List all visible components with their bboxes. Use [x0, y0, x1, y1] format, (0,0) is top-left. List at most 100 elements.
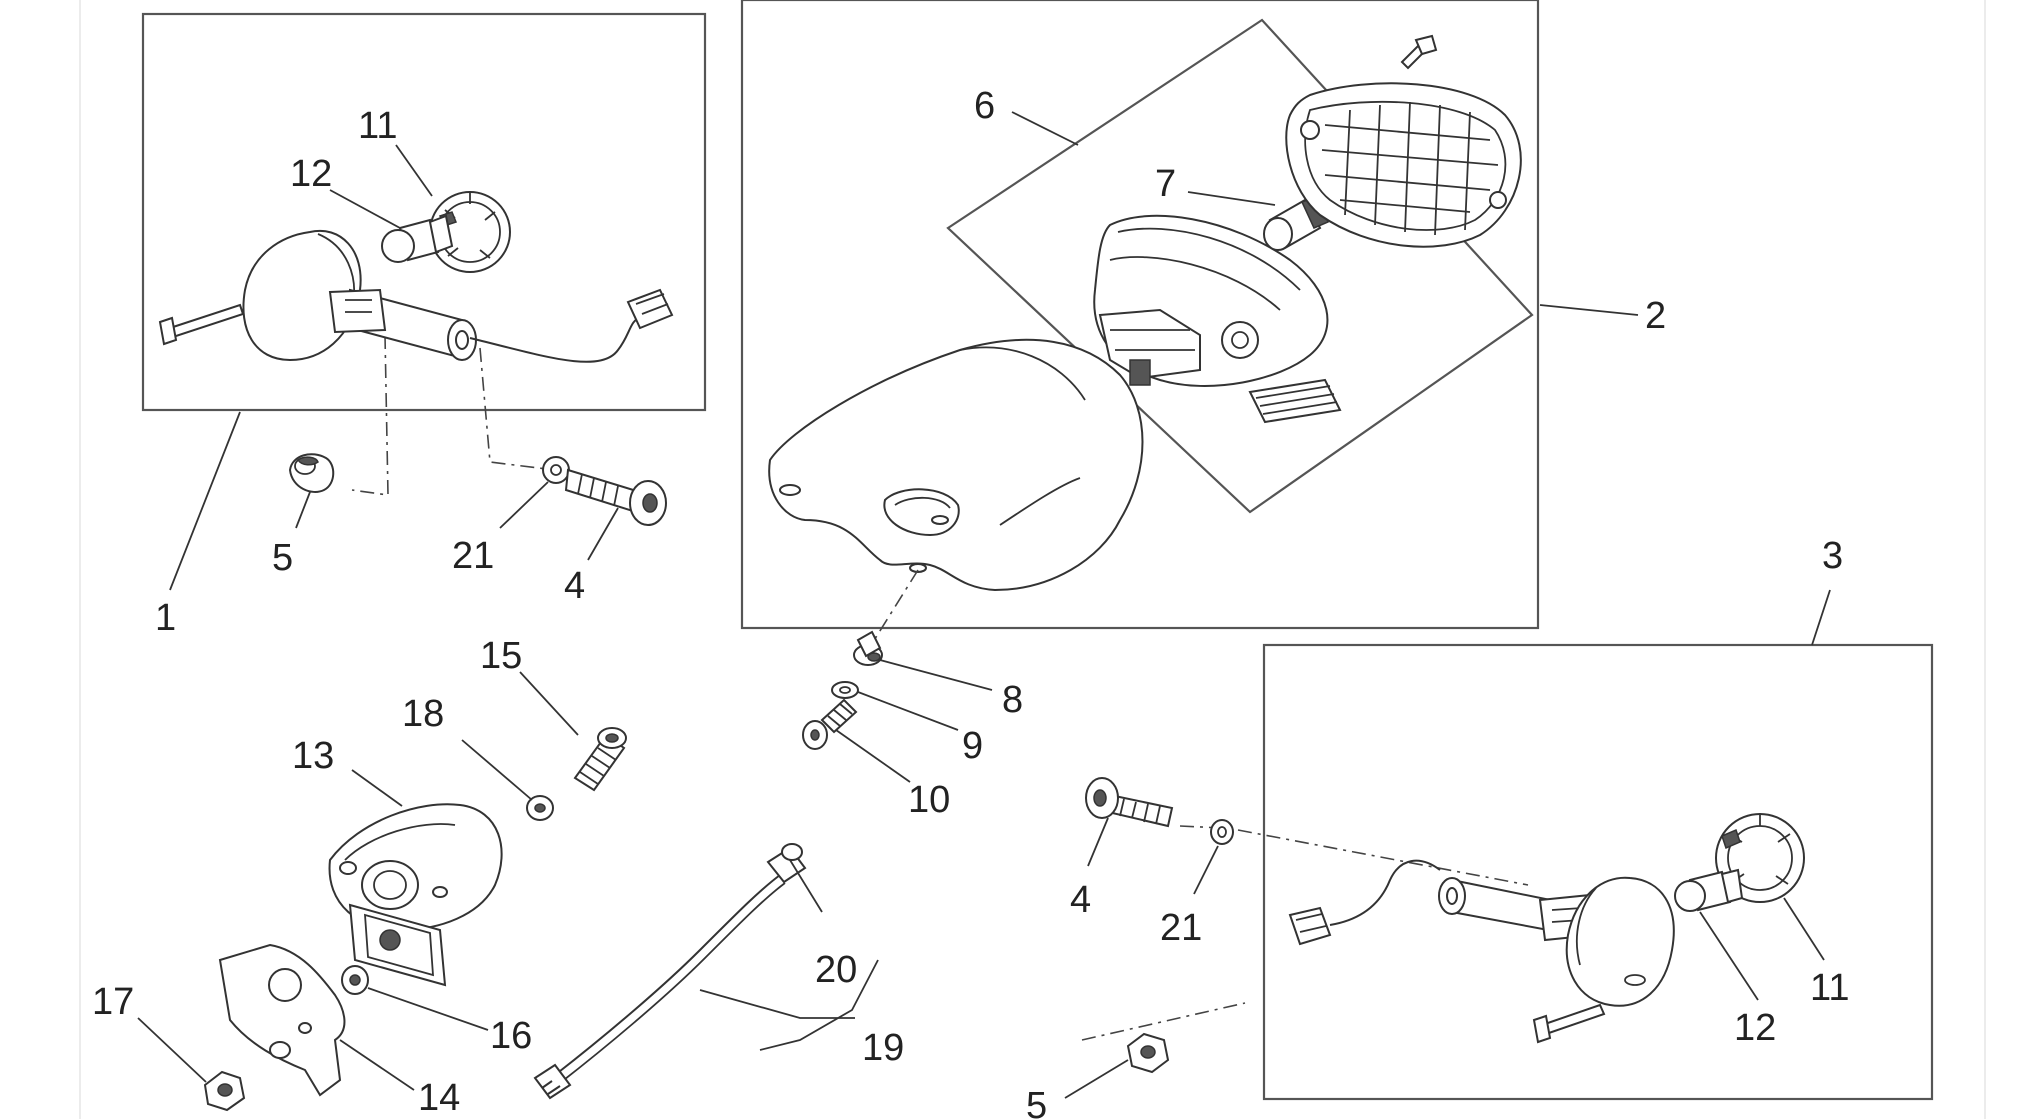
indicator-stalk-left — [328, 288, 477, 361]
bulb-socket-ring-left — [429, 191, 511, 273]
tail-light-assembly — [740, 0, 1639, 651]
reflector-strip — [1248, 378, 1342, 424]
tail-lens — [1285, 82, 1522, 248]
leader-1 — [169, 411, 241, 591]
leader-3 — [1811, 589, 1831, 646]
callout-4-left: 4 — [564, 565, 585, 607]
wire-harness — [533, 843, 879, 1100]
callout-18: 18 — [402, 693, 444, 735]
callout-4-right: 4 — [1070, 879, 1091, 921]
screw-left-indicator — [158, 303, 245, 346]
indicator-wire-right — [1329, 859, 1441, 926]
leader-12-right — [1699, 911, 1759, 1001]
assembly-frame-1 — [141, 12, 707, 412]
leader-14 — [339, 1039, 415, 1091]
leader-15 — [519, 671, 579, 736]
leader-21-left — [499, 481, 549, 529]
nut-17 — [203, 1070, 246, 1112]
callout-labels: 1 2 3 4 4 5 5 6 7 8 9 10 11 11 12 12 13 … — [92, 85, 1849, 1119]
callout-5-left: 5 — [272, 537, 293, 579]
leader-20 — [789, 859, 823, 913]
callout-19: 19 — [862, 1027, 904, 1069]
callout-12-left: 12 — [290, 153, 332, 195]
leader-4-right — [1087, 817, 1109, 867]
leader-2 — [1539, 304, 1639, 316]
mount-line-tail — [867, 569, 919, 651]
bolt-right — [1085, 777, 1174, 828]
callout-15: 15 — [480, 635, 522, 677]
leader-7 — [1187, 191, 1276, 206]
mount-line-left-screw — [479, 347, 556, 471]
leader-18 — [461, 739, 533, 801]
assembly-frame-2 — [740, 0, 1540, 630]
grommet-left — [288, 453, 335, 493]
washer-right — [1210, 819, 1234, 845]
connector-left — [626, 288, 674, 330]
callout-1: 1 — [155, 597, 176, 639]
bulb-left-indicator — [381, 214, 454, 263]
indicator-assembly-left — [141, 12, 707, 591]
callout-3: 3 — [1822, 535, 1843, 577]
harness-cable — [554, 874, 781, 1076]
leader-21-right — [1193, 845, 1219, 895]
assembly-frame-3 — [1262, 643, 1934, 1101]
leader-8 — [879, 659, 993, 691]
indicator-housing-right — [1565, 876, 1675, 1007]
leader-13 — [351, 769, 403, 807]
leader-5-left — [295, 491, 311, 529]
callout-11-left: 11 — [358, 105, 397, 147]
leader-12-left — [329, 189, 401, 229]
leader-6 — [1011, 111, 1079, 146]
spacer-16 — [341, 965, 369, 995]
callout-17: 17 — [92, 981, 134, 1023]
screw-right-indicator — [1532, 1003, 1606, 1044]
leader-11-left — [395, 144, 433, 197]
washer-18 — [526, 795, 554, 821]
callout-7: 7 — [1155, 163, 1176, 205]
callout-8: 8 — [1002, 679, 1023, 721]
harness-connector — [533, 1063, 572, 1100]
washer-left — [542, 456, 570, 484]
tail-bulb-holder — [1098, 308, 1259, 386]
harness-bulb-socket — [766, 843, 807, 884]
callout-5-bottom: 5 — [1026, 1085, 1047, 1119]
tail-cover — [768, 338, 1144, 592]
leader-5-bottom — [1064, 1059, 1129, 1099]
callout-6: 6 — [974, 85, 995, 127]
mounting-plate-14 — [218, 943, 346, 1097]
bracket-19 — [759, 959, 879, 1051]
callout-2: 2 — [1645, 295, 1666, 337]
tail-mount-hardware — [802, 630, 993, 783]
indicator-assembly-right — [1064, 589, 1934, 1101]
mount-line-left-stud — [351, 334, 389, 496]
leader-4-left — [587, 507, 619, 561]
license-light-assembly — [137, 671, 627, 1112]
leader-10 — [835, 729, 911, 783]
tail-lens-screw — [1400, 34, 1438, 70]
assembly-frame-6 — [946, 18, 1534, 514]
bulb-right-indicator — [1674, 868, 1744, 912]
mount-line-right-stud — [1081, 1002, 1246, 1041]
leader-9 — [857, 691, 959, 731]
callout-13: 13 — [292, 735, 334, 777]
nut-8 — [853, 630, 883, 666]
leader-11-right — [1783, 897, 1825, 961]
callout-9: 9 — [962, 725, 983, 767]
callout-12-right: 12 — [1734, 1007, 1776, 1049]
callout-16: 16 — [490, 1015, 532, 1057]
license-light-body — [328, 803, 503, 987]
callout-21-right: 21 — [1160, 907, 1202, 949]
nut-right — [1126, 1032, 1170, 1074]
callout-20: 20 — [815, 949, 857, 991]
callout-11-right: 11 — [1810, 967, 1849, 1009]
bracket-19-lower — [699, 989, 855, 1019]
screw-10 — [802, 698, 858, 750]
washer-9 — [831, 681, 859, 699]
callout-14: 14 — [418, 1077, 460, 1119]
callout-10: 10 — [908, 779, 950, 821]
leader-17 — [137, 1017, 207, 1083]
callout-21-left: 21 — [452, 535, 494, 577]
bolt-left — [564, 468, 667, 526]
screw-15 — [573, 727, 627, 792]
leader-16 — [367, 987, 489, 1031]
